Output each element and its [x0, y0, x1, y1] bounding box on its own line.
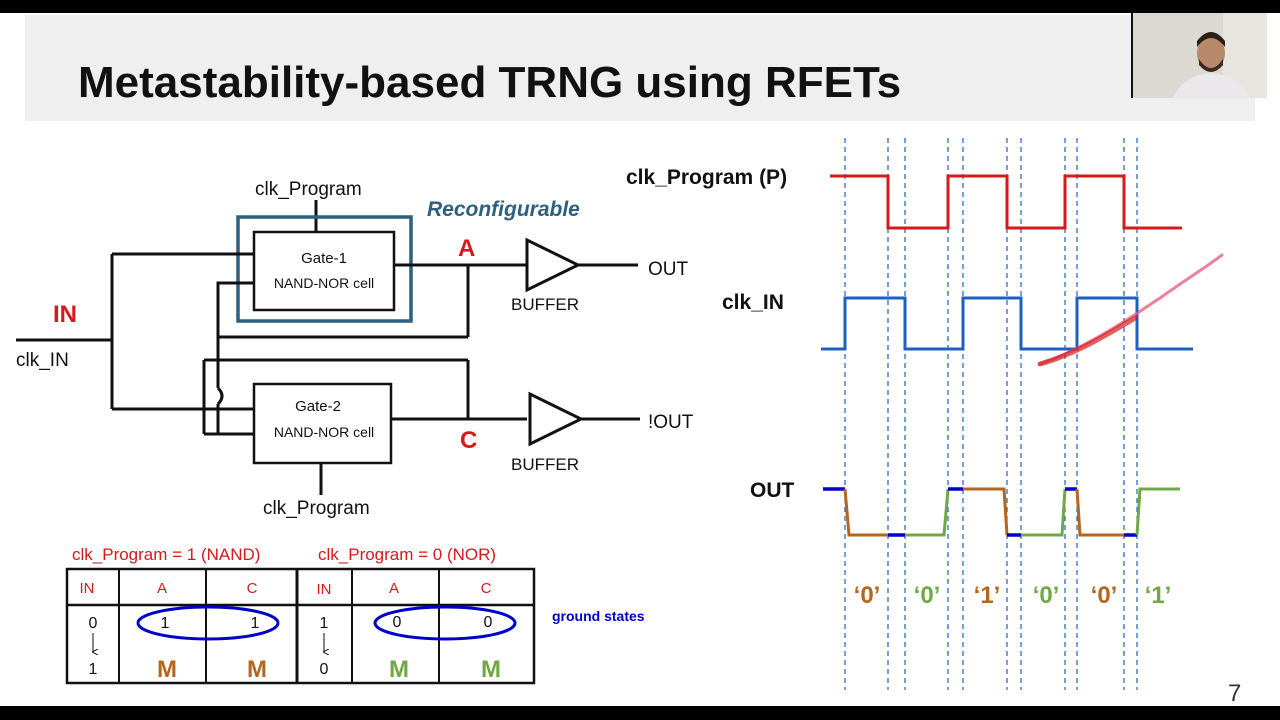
node-c-to-gate1-input	[216, 281, 254, 337]
buffer-top-icon	[525, 237, 582, 293]
header-nor-in: IN	[317, 581, 332, 598]
nout-circuit-label: !OUT	[648, 412, 694, 433]
clk-program-waveform	[830, 174, 1182, 230]
clk-in-circuit-label: clk_IN	[16, 350, 69, 371]
bit-label-4: ‘0’	[1033, 582, 1060, 609]
speaker-avatar-icon	[1133, 13, 1267, 98]
header-nor-c: C	[481, 580, 492, 597]
title-band	[25, 15, 1255, 121]
header-nand-c: C	[247, 580, 258, 597]
timing-diagram: clk_Program (P) clk_IN OUT ‘0’ ‘0’ ‘1’ ‘…	[626, 138, 1224, 690]
nor-c-ground: 0	[484, 614, 493, 631]
nor-ground-state-ellipse	[373, 605, 517, 641]
nor-a-metastable: M	[389, 656, 409, 683]
nand-c-metastable: M	[247, 656, 267, 683]
buffer-bottom-icon	[528, 391, 585, 447]
bit-label-3: ‘1’	[974, 582, 1001, 609]
node-c-label: C	[460, 427, 477, 454]
nand-in-start: 0	[89, 615, 98, 632]
clk-program-wave-label: clk_Program (P)	[626, 166, 787, 189]
nor-c-metastable: M	[481, 656, 501, 683]
circuit-diagram: clk_Program Reconfigurable Gate-1 NAND-N…	[16, 179, 694, 519]
gate-2-type: NAND-NOR cell	[274, 424, 374, 440]
nor-in-end: 0	[320, 661, 329, 678]
clk-in-waveform	[821, 296, 1193, 351]
reconfigurable-label: Reconfigurable	[427, 198, 580, 221]
out-wave-segment-3	[963, 487, 1009, 536]
nor-caption: clk_Program = 0 (NOR)	[318, 545, 496, 564]
wire-crossover-hop	[216, 386, 224, 406]
gate-2-box	[252, 382, 393, 465]
out-wave-segment-2	[905, 488, 950, 537]
reconfigurable-frame	[236, 215, 413, 323]
nand-a-metastable: M	[157, 656, 177, 683]
header-nand-a: A	[157, 580, 167, 597]
out-wave-segment-5	[1075, 488, 1124, 537]
buffer-top-label: BUFFER	[511, 295, 579, 314]
top-bar	[0, 0, 1280, 13]
slide-title: Metastability-based TRNG using RFETs	[78, 58, 902, 107]
gate-1-box	[252, 230, 396, 312]
nand-in-end: 1	[89, 661, 98, 678]
out-wave-label: OUT	[750, 479, 795, 502]
pen-annotation-emphasis	[1037, 315, 1138, 367]
out-wave-segment-6	[1135, 487, 1180, 536]
clk-program-top-label: clk_Program	[255, 179, 362, 200]
timing-guides	[844, 138, 1138, 690]
gate-1-type: NAND-NOR cell	[274, 275, 374, 291]
gate-1-name: Gate-1	[301, 250, 347, 267]
page-number: 7	[1228, 680, 1242, 707]
out-wave-segment-4	[1021, 488, 1067, 537]
nand-a-ground: 1	[161, 615, 170, 632]
bit-label-5: ‘0’	[1091, 582, 1118, 609]
truth-table-frame	[65, 567, 536, 685]
bit-label-2: ‘0’	[914, 582, 941, 609]
out-circuit-label: OUT	[648, 259, 689, 280]
nand-caption: clk_Program = 1 (NAND)	[72, 545, 260, 564]
ground-states-label: ground states	[552, 608, 645, 624]
header-nand-in: IN	[80, 580, 95, 597]
header-nor-a: A	[389, 580, 399, 597]
nand-ground-state-ellipse	[136, 605, 280, 641]
node-a-label: A	[458, 235, 475, 262]
out-wave-segment-1	[843, 488, 888, 537]
speaker-video-thumbnail[interactable]	[1131, 13, 1267, 98]
truth-table: clk_Program = 1 (NAND) clk_Program = 0 (…	[65, 545, 645, 685]
clk-in-wave-label: clk_IN	[722, 291, 784, 314]
bit-label-1: ‘0’	[854, 582, 881, 609]
nor-in-start: 1	[320, 615, 329, 632]
nor-a-ground: 0	[393, 614, 402, 631]
buffer-bottom-label: BUFFER	[511, 455, 579, 474]
nand-c-ground: 1	[251, 615, 260, 632]
in-label: IN	[53, 301, 77, 328]
bit-label-6: ‘1’	[1145, 582, 1172, 609]
bottom-bar	[0, 706, 1280, 720]
gate-2-name: Gate-2	[295, 398, 341, 415]
clk-program-bottom-label: clk_Program	[263, 498, 370, 519]
